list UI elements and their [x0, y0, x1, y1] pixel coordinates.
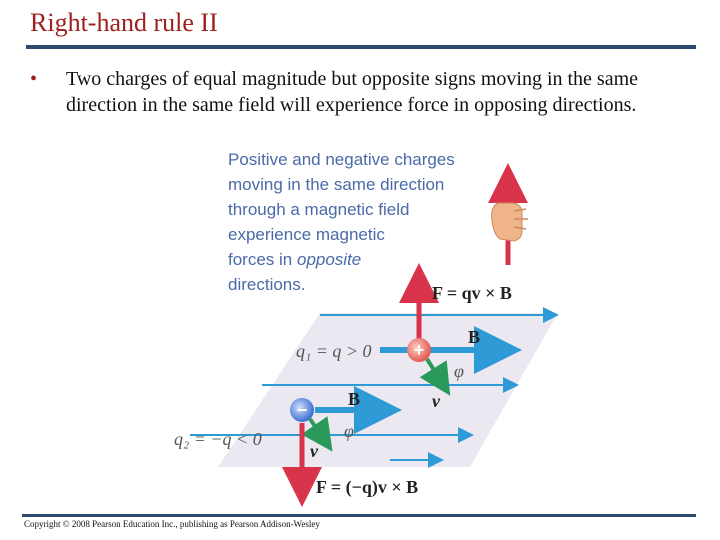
copyright-text: Copyright © 2008 Pearson Education Inc.,… — [24, 519, 320, 529]
title-divider — [26, 45, 696, 49]
bullet-text: Two charges of equal magnitude but oppos… — [66, 68, 639, 116]
label-v-top: v — [432, 391, 441, 411]
caption-line-5: forces in opposite — [228, 250, 361, 269]
right-hand-rule-figure: Positive and negative charges moving in … — [174, 150, 559, 507]
footer-divider — [22, 514, 696, 517]
caption-line-2: moving in the same direction — [228, 175, 444, 194]
minus-sign: − — [297, 400, 308, 420]
caption-prefix: forces in — [228, 250, 297, 269]
field-plane — [218, 313, 558, 467]
caption-line-4: experience magnetic — [228, 225, 385, 244]
label-v-bottom: v — [310, 441, 319, 461]
label-q2: q₂ = −q < 0 — [174, 429, 262, 449]
hand-icon — [488, 163, 528, 265]
force-equation-bottom: F = (−q)v × B — [316, 477, 418, 498]
bullet-marker: • — [30, 68, 38, 90]
label-phi-top: φ — [454, 361, 464, 381]
negative-charge — [290, 398, 314, 422]
velocity-arrow-top — [419, 357, 451, 396]
caption-line-6: directions. — [228, 275, 305, 294]
label-phi-bottom: φ — [344, 421, 354, 441]
velocity-arrow-bottom — [301, 416, 333, 452]
plus-sign: + — [414, 340, 425, 360]
positive-charge — [407, 338, 431, 362]
caption-italic: opposite — [297, 250, 361, 269]
force-equation-top: F = qv × B — [432, 283, 512, 303]
caption-line-3: through a magnetic field — [228, 200, 409, 219]
label-B-bottom: B — [348, 389, 360, 409]
caption-line-1: Positive and negative charges — [228, 150, 455, 169]
slide-title: Right-hand rule II — [30, 8, 218, 37]
label-q1: q₁ = q > 0 — [296, 341, 372, 361]
label-B-top: B — [468, 327, 480, 347]
